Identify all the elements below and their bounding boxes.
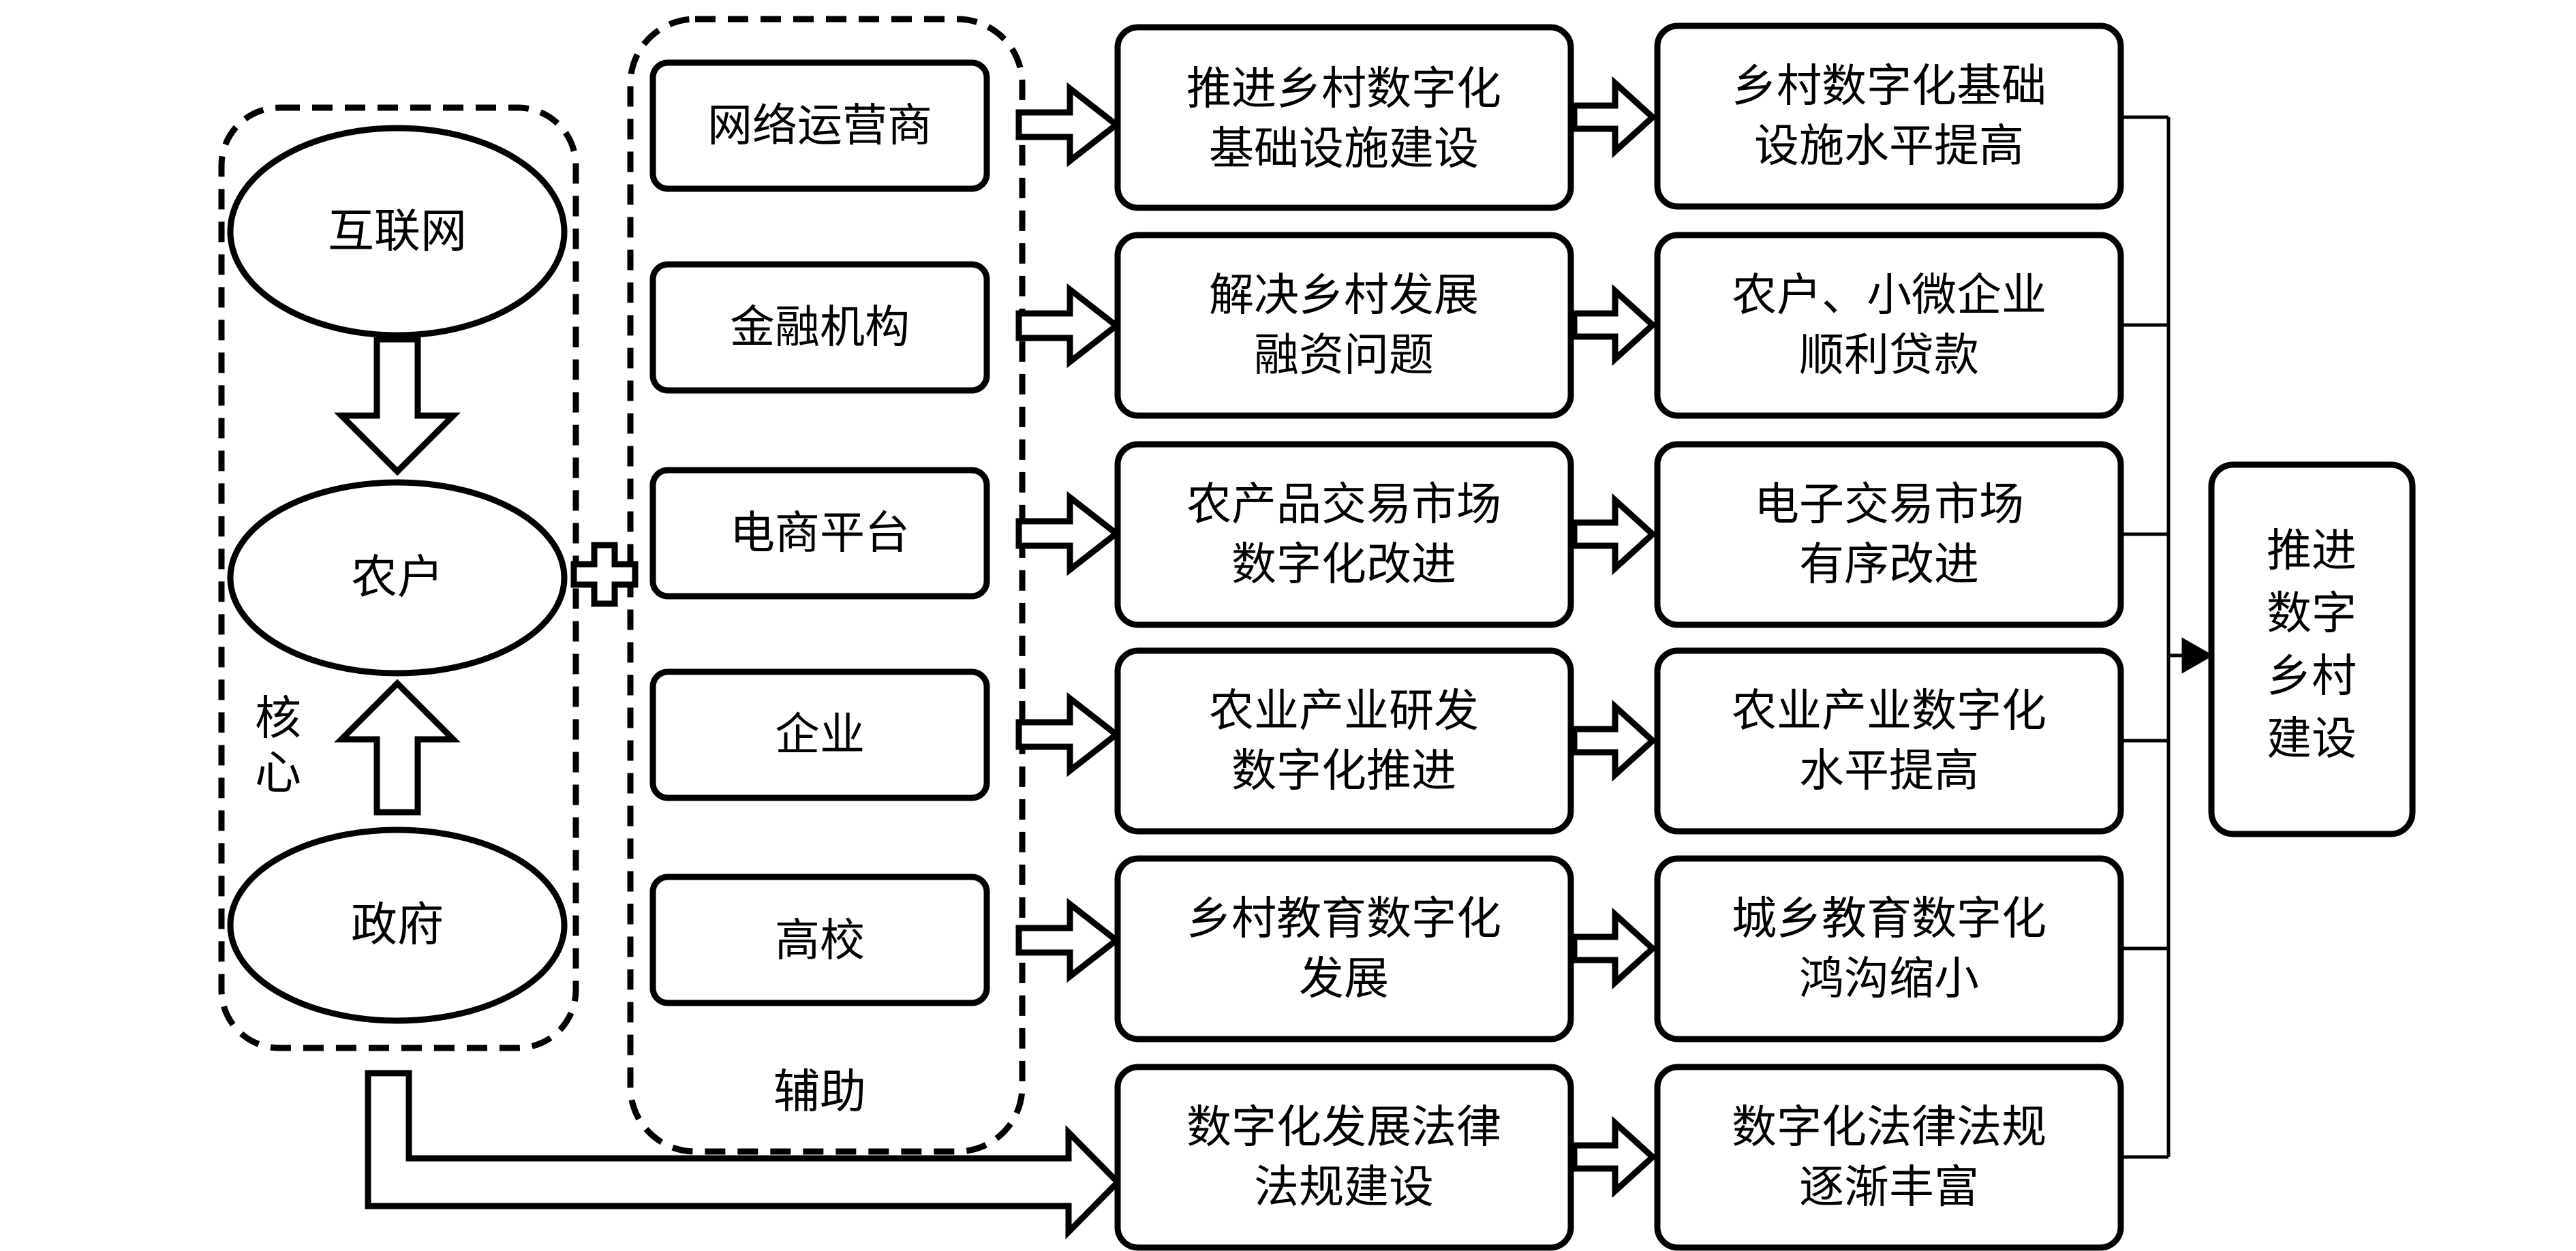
- result-node: 数字化法律法规 逐渐丰富: [1654, 1064, 2124, 1251]
- svg-text:发展: 发展: [1299, 953, 1389, 1005]
- arrow-aux-to-action: [1015, 897, 1122, 983]
- arrow-action-to-result: [1571, 76, 1657, 159]
- svg-text:数字化改进: 数字化改进: [1231, 538, 1456, 591]
- svg-text:推进乡村数字化: 推进乡村数字化: [1186, 63, 1501, 115]
- result-node: 农业产业数字化 水平提高: [1654, 647, 2124, 835]
- svg-text:解决乡村发展: 解决乡村发展: [1209, 269, 1479, 322]
- arrow-aux-to-action: [1015, 491, 1122, 576]
- internet-label: 互联网: [328, 205, 467, 259]
- auxiliary-node: 高校: [649, 874, 990, 1006]
- arrow-action-to-result: [1571, 907, 1657, 990]
- farmer-label: 农户: [351, 551, 444, 605]
- arrow-action-to-result: [1571, 283, 1657, 367]
- auxiliary-node: 金融机构: [649, 261, 990, 394]
- svg-text:乡村教育数字化: 乡村教育数字化: [1186, 893, 1501, 945]
- arrow-internet-to-farmer: [334, 336, 461, 476]
- svg-text:建设: 建设: [2267, 713, 2357, 765]
- svg-text:设施水平提高: 设施水平提高: [1754, 120, 2024, 172]
- core-label-char1: 核: [255, 692, 301, 746]
- arrow-aux-to-action: [1015, 283, 1122, 369]
- result-node: 电子交易市场 有序改进: [1654, 441, 2124, 628]
- svg-text:水平提高: 水平提高: [1799, 745, 1979, 797]
- svg-text:基础设施建设: 基础设施建设: [1209, 123, 1479, 175]
- action-node: 农业产业研发 数字化推进: [1114, 647, 1574, 835]
- svg-text:城乡教育数字化: 城乡教育数字化: [1732, 893, 2046, 945]
- arrow-action-to-result: [1571, 699, 1657, 782]
- arrow-action-to-result: [1571, 493, 1657, 576]
- action-node: 数字化发展法律 法规建设: [1114, 1064, 1574, 1251]
- government-node: [227, 827, 568, 1024]
- auxiliary-node: 电商平台: [649, 467, 990, 600]
- action-node: 推进乡村数字化 基础设施建设: [1114, 24, 1574, 211]
- plus-connector-icon: [570, 542, 639, 607]
- svg-text:数字化法律法规: 数字化法律法规: [1732, 1101, 2046, 1154]
- arrow-action-to-result: [1571, 1115, 1657, 1199]
- action-node: 乡村教育数字化 发展: [1114, 855, 1574, 1042]
- goal-node: 推进 数字 乡村 建设: [2208, 461, 2416, 837]
- svg-text:乡村数字化基础: 乡村数字化基础: [1732, 60, 2046, 112]
- svg-text:顺利贷款: 顺利贷款: [1799, 329, 1979, 382]
- auxiliary-node: 企业: [649, 668, 990, 801]
- result-node: 城乡教育数字化 鸿沟缩小: [1654, 855, 2124, 1042]
- arrow-aux-to-action: [1015, 692, 1122, 777]
- arrow-aux-to-action: [1015, 82, 1122, 168]
- svg-text:鸿沟缩小: 鸿沟缩小: [1799, 953, 1979, 1005]
- svg-text:企业: 企业: [775, 709, 865, 761]
- svg-text:高校: 高校: [775, 914, 865, 967]
- svg-text:农产品交易市场: 农产品交易市场: [1186, 478, 1501, 531]
- svg-text:乡村: 乡村: [2267, 650, 2357, 702]
- svg-text:逐渐丰富: 逐渐丰富: [1799, 1161, 1979, 1214]
- svg-text:电商平台: 电商平台: [730, 507, 910, 559]
- action-node: 农产品交易市场 数字化改进: [1114, 441, 1574, 628]
- results-connector-bus: [2121, 115, 2184, 1159]
- auxiliary-node: 网络运营商: [649, 59, 990, 192]
- svg-text:数字: 数字: [2267, 587, 2357, 640]
- arrowhead-to-goal-icon: [2181, 637, 2214, 674]
- action-node: 解决乡村发展 融资问题: [1114, 232, 1574, 419]
- result-node: 乡村数字化基础 设施水平提高: [1654, 22, 2124, 210]
- core-label-char2: 心: [255, 747, 301, 801]
- svg-text:法规建设: 法规建设: [1254, 1161, 1434, 1214]
- arrow-government-to-legal-action: [365, 1070, 1122, 1239]
- svg-text:金融机构: 金融机构: [730, 301, 910, 354]
- farmer-node: [227, 479, 568, 677]
- svg-text:农户、小微企业: 农户、小微企业: [1732, 269, 2046, 322]
- svg-text:数字化发展法律: 数字化发展法律: [1186, 1101, 1501, 1154]
- government-label: 政府: [351, 899, 444, 953]
- svg-text:推进: 推进: [2267, 525, 2357, 577]
- svg-text:网络运营商: 网络运营商: [707, 99, 932, 152]
- internet-node: [227, 125, 568, 339]
- svg-text:有序改进: 有序改进: [1799, 538, 1979, 591]
- arrow-government-to-farmer: [334, 679, 461, 816]
- svg-text:农业产业研发: 农业产业研发: [1209, 685, 1479, 737]
- svg-text:农业产业数字化: 农业产业数字化: [1732, 685, 2046, 737]
- result-node: 农户、小微企业 顺利贷款: [1654, 232, 2124, 419]
- svg-text:融资问题: 融资问题: [1254, 329, 1434, 382]
- auxiliary-label: 辅助: [773, 1066, 866, 1119]
- svg-text:数字化推进: 数字化推进: [1231, 745, 1456, 797]
- svg-text:电子交易市场: 电子交易市场: [1754, 478, 2024, 531]
